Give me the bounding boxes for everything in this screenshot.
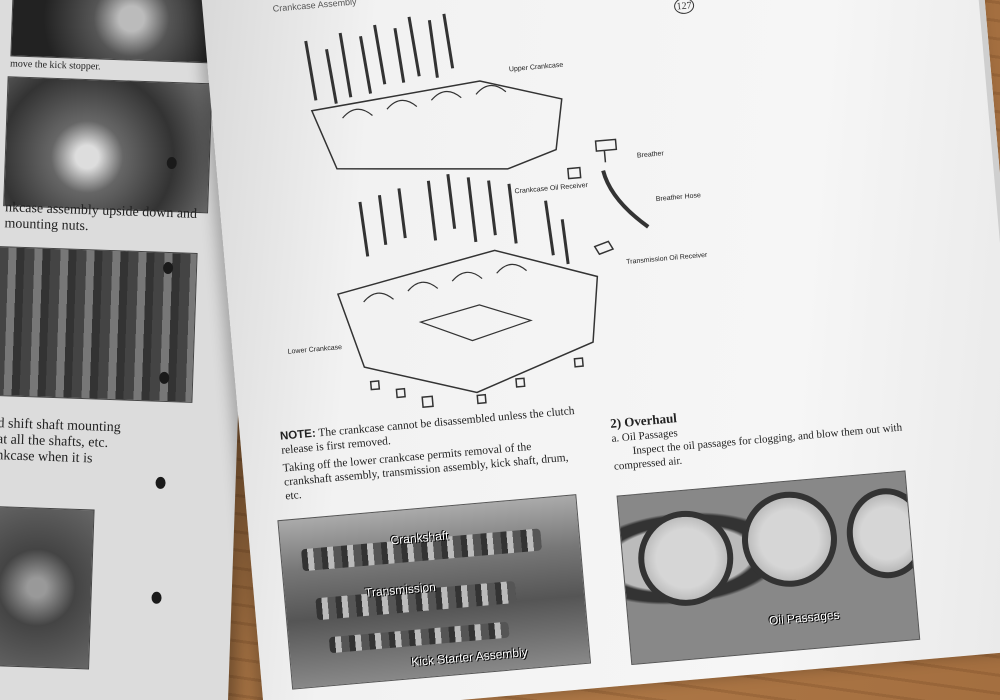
kick-starter-photo-label: Kick Starter Assembly [410,645,529,670]
breather-hose-label: Breather Hose [656,192,702,203]
crankcase-oil-receiver-label: Crankcase Oil Receiver [514,182,589,195]
lower-crankcase-label: Lower Crankcase [287,344,342,356]
engine-photo-top [10,0,213,64]
binding-hole [155,476,166,490]
transmission-oil-receiver-label: Transmission Oil Receiver [626,252,708,266]
binding-hole [151,591,162,604]
upper-studs [304,13,455,104]
overhaul-section: 2) Overhaul a. Oil Passages Inspect the … [610,390,914,474]
breather-label: Breather [637,150,665,159]
engine-photo-bottom [0,505,95,670]
oil-passages-photo: Oil Passages [616,470,921,666]
note-label: NOTE: [279,427,317,443]
binding-hole [162,261,174,275]
oil-passages-photo-label: Oil Passages [768,607,841,628]
middle-studs [358,173,570,265]
binding-hole [159,371,170,385]
transmission-photo: Crankshaft Transmission Kick Starter Ass… [277,494,592,690]
right-page: Crankcase Assembly 33 127 Upper Crankcas… [200,0,1000,700]
crankcase-exploded-diagram: Upper Crankcase Breather Breather Hose C… [287,13,708,408]
kick-stopper-caption: move the kick stopper. [9,58,101,73]
nuts [369,357,584,408]
upper-crankcase-label: Upper Crankcase [509,62,564,74]
cylinder-bore [634,506,738,610]
engine-photo-middle [3,76,213,214]
lower-crankcase-outline [336,249,599,394]
cylinder-bore [843,484,921,582]
shift-shaft-text: d shift shaft mounting at all the shafts… [0,416,122,467]
breather-part [594,138,618,163]
cylinder-bore [738,487,841,591]
breather-hose-part [601,170,650,229]
binding-hole [166,156,177,170]
upper-crankcase-outline [310,80,563,170]
